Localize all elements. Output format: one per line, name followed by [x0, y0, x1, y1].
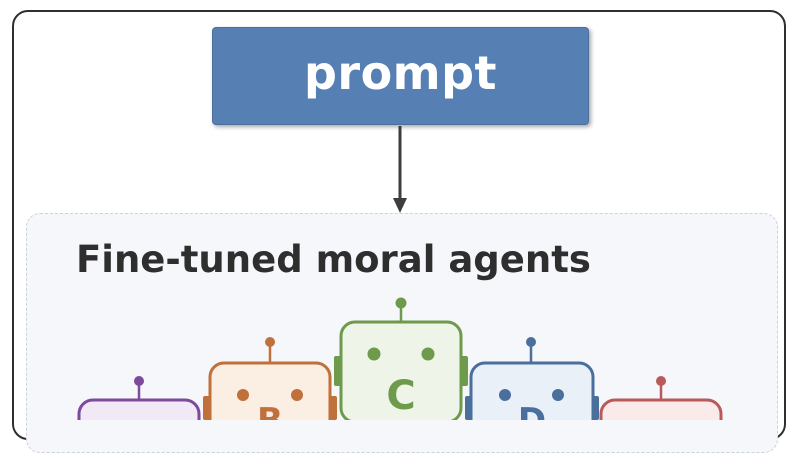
agent-robot-c: C	[334, 297, 468, 420]
flow-arrow	[393, 126, 407, 213]
prompt-box: prompt	[212, 27, 589, 125]
agent-robot-a	[77, 376, 201, 420]
agents-panel-title: Fine-tuned moral agents	[76, 238, 591, 281]
agent-robot-e	[599, 376, 723, 420]
diagram-overlay: B D C	[77, 126, 723, 420]
agent-robot-d: D	[465, 337, 599, 420]
agent-letter-c: C	[386, 373, 415, 419]
prompt-label: prompt	[303, 46, 498, 100]
agent-letter-d: D	[518, 401, 546, 420]
agent-robot-b: B	[203, 337, 337, 420]
agent-letter-b: B	[257, 401, 283, 420]
